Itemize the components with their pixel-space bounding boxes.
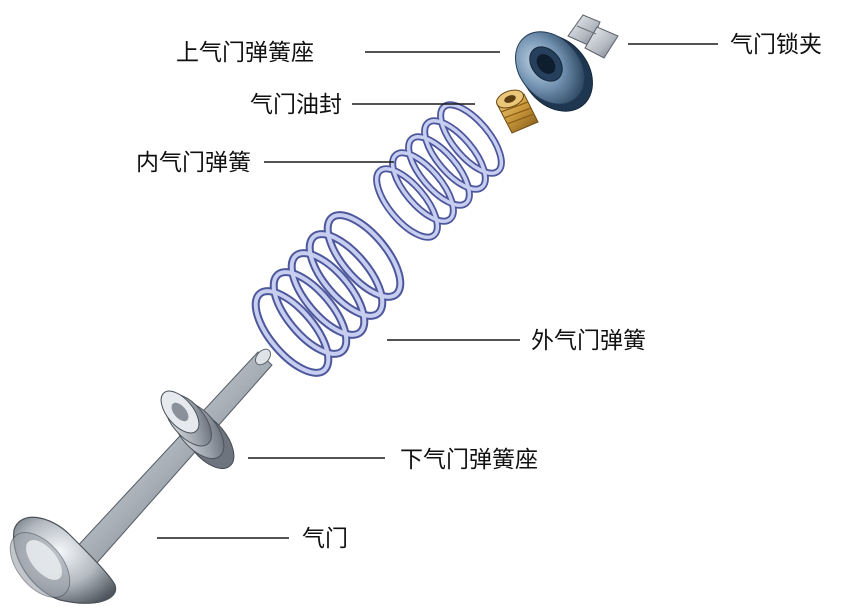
label-inner-spring: 内气门弹簧 [136, 150, 251, 176]
label-valve-lock: 气门锁夹 [730, 32, 822, 58]
inner-spring-part [366, 95, 512, 246]
valve-part [0, 346, 273, 608]
label-lower-spring-seat: 下气门弹簧座 [400, 447, 538, 473]
label-outer-spring: 外气门弹簧 [531, 328, 646, 354]
label-valve: 气门 [302, 526, 348, 552]
label-upper-spring-seat: 上气门弹簧座 [176, 40, 314, 66]
label-valve-oil-seal: 气门油封 [250, 92, 342, 118]
